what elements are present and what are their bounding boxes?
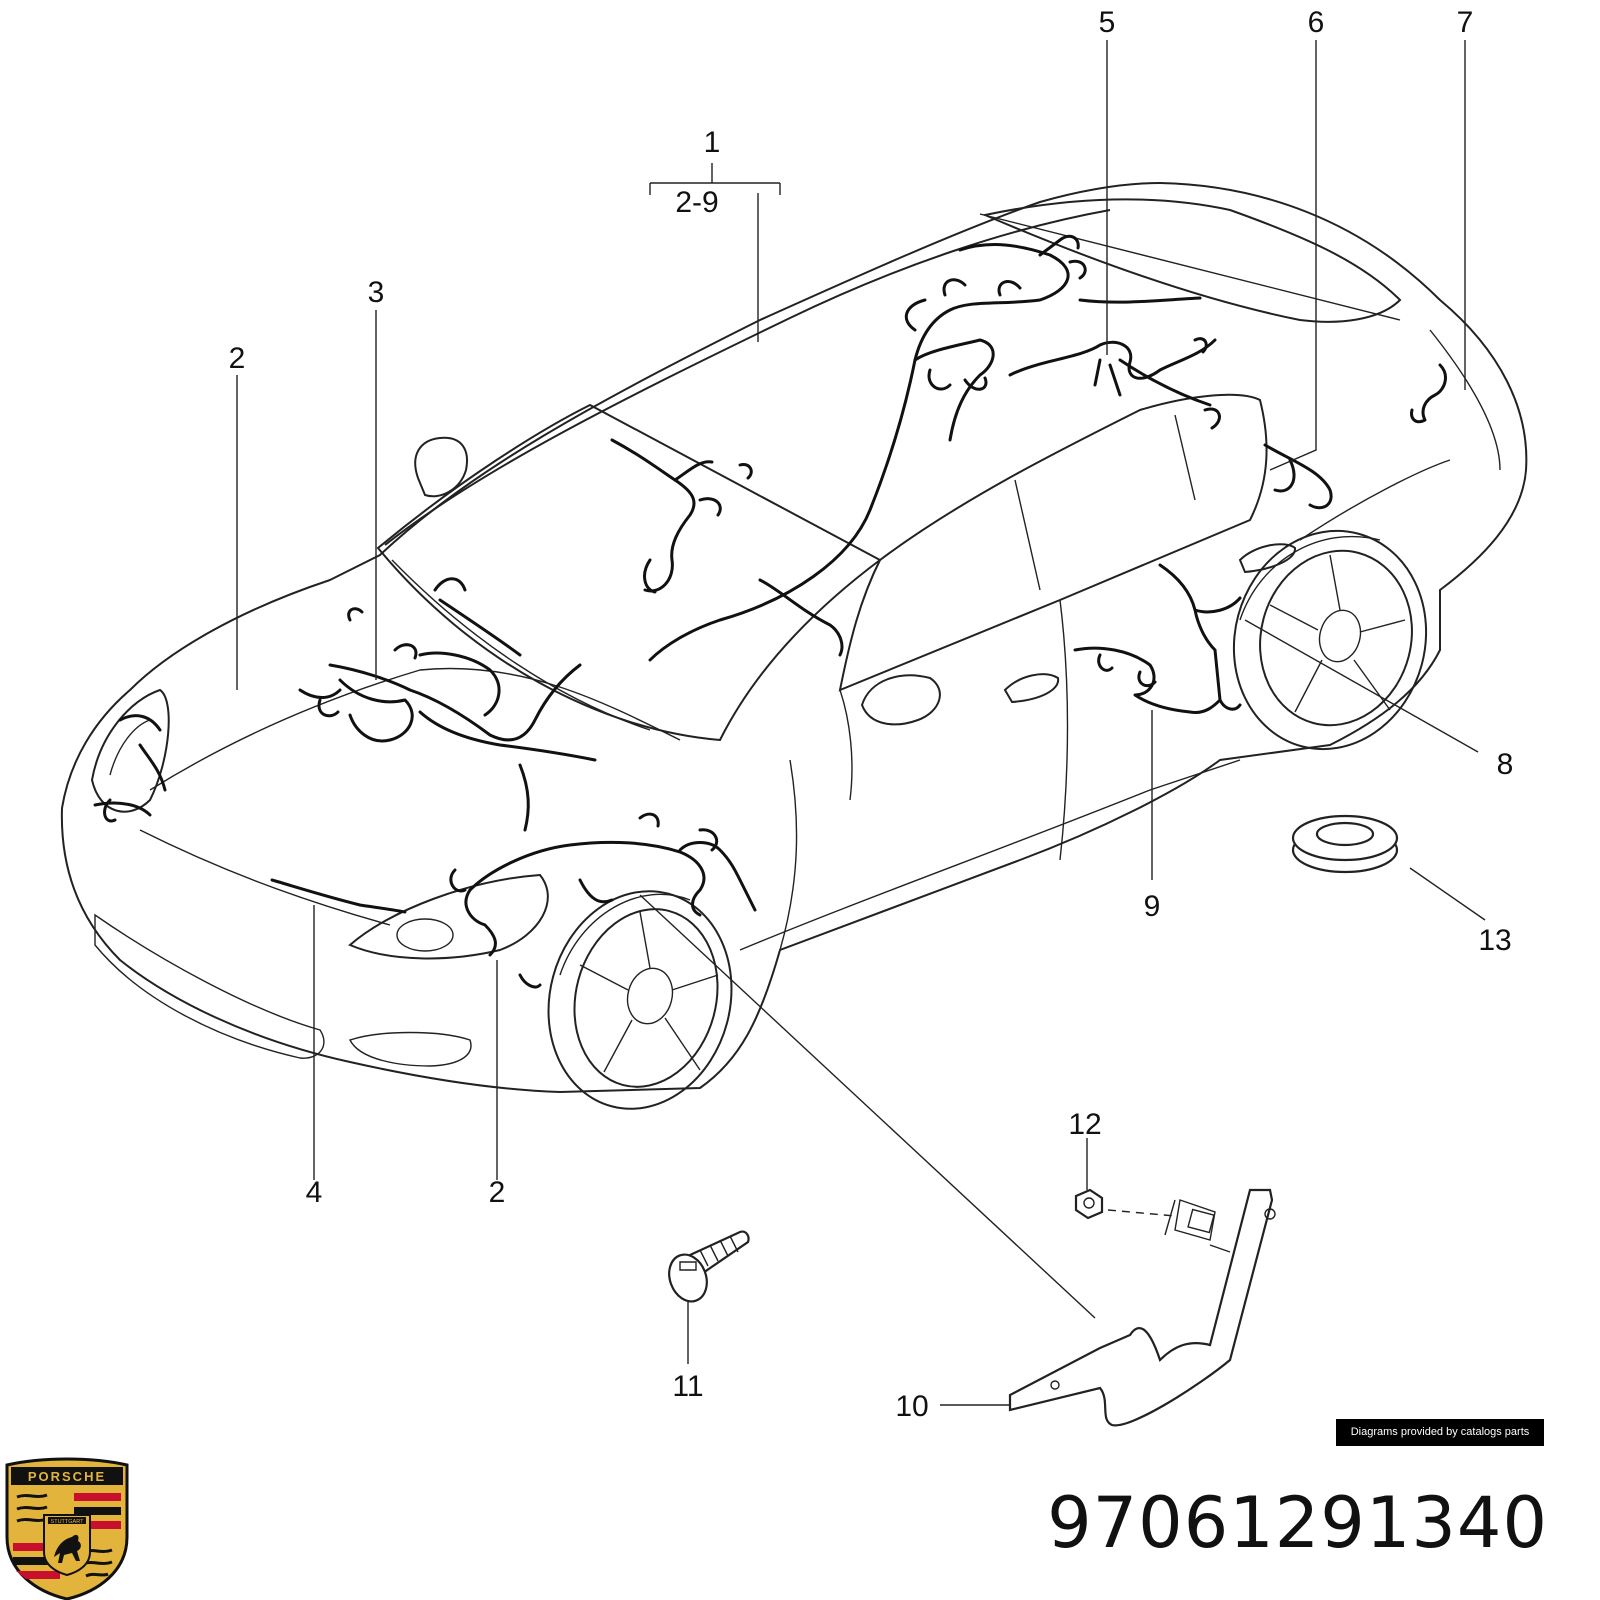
callout-12: 12	[1068, 1108, 1101, 1141]
callout-2-9: 2-9	[675, 186, 718, 219]
callout-8: 8	[1497, 748, 1514, 781]
porsche-crest-logo: PORSCHE STUTTGART	[5, 1457, 129, 1600]
svg-text:PORSCHE: PORSCHE	[28, 1469, 106, 1484]
callout-2-left: 2	[229, 342, 246, 375]
part-number: 97061291340	[1047, 1482, 1548, 1564]
svg-text:STUTTGART: STUTTGART	[51, 1519, 85, 1525]
car-outline	[60, 181, 1528, 1094]
bracket-10	[1008, 1188, 1276, 1427]
callout-11: 11	[672, 1370, 703, 1403]
nut-12	[1074, 1188, 1104, 1220]
front-wheel	[547, 890, 733, 1110]
callout-9: 9	[1144, 890, 1161, 923]
callout-4: 4	[306, 1176, 323, 1209]
wiring-harness	[93, 234, 1447, 989]
callout-labels: 1 2-9 2 3 4 2 5 6 7 8 9 13 12 11 10	[229, 6, 1514, 1423]
callout-3: 3	[368, 276, 385, 309]
callout-6: 6	[1308, 6, 1325, 39]
callout-7: 7	[1457, 6, 1474, 39]
callout-13: 13	[1478, 924, 1511, 957]
rear-wheel	[1232, 529, 1428, 751]
callout-5: 5	[1099, 6, 1116, 39]
grommet-13	[1291, 814, 1399, 874]
screw-11	[668, 1230, 750, 1303]
callout-2-bottom: 2	[489, 1176, 506, 1209]
diagram-credit: Diagrams provided by catalogs parts	[1336, 1419, 1544, 1446]
callout-10: 10	[895, 1390, 928, 1423]
leader-lines	[236, 40, 1486, 1406]
callout-1: 1	[704, 126, 721, 159]
